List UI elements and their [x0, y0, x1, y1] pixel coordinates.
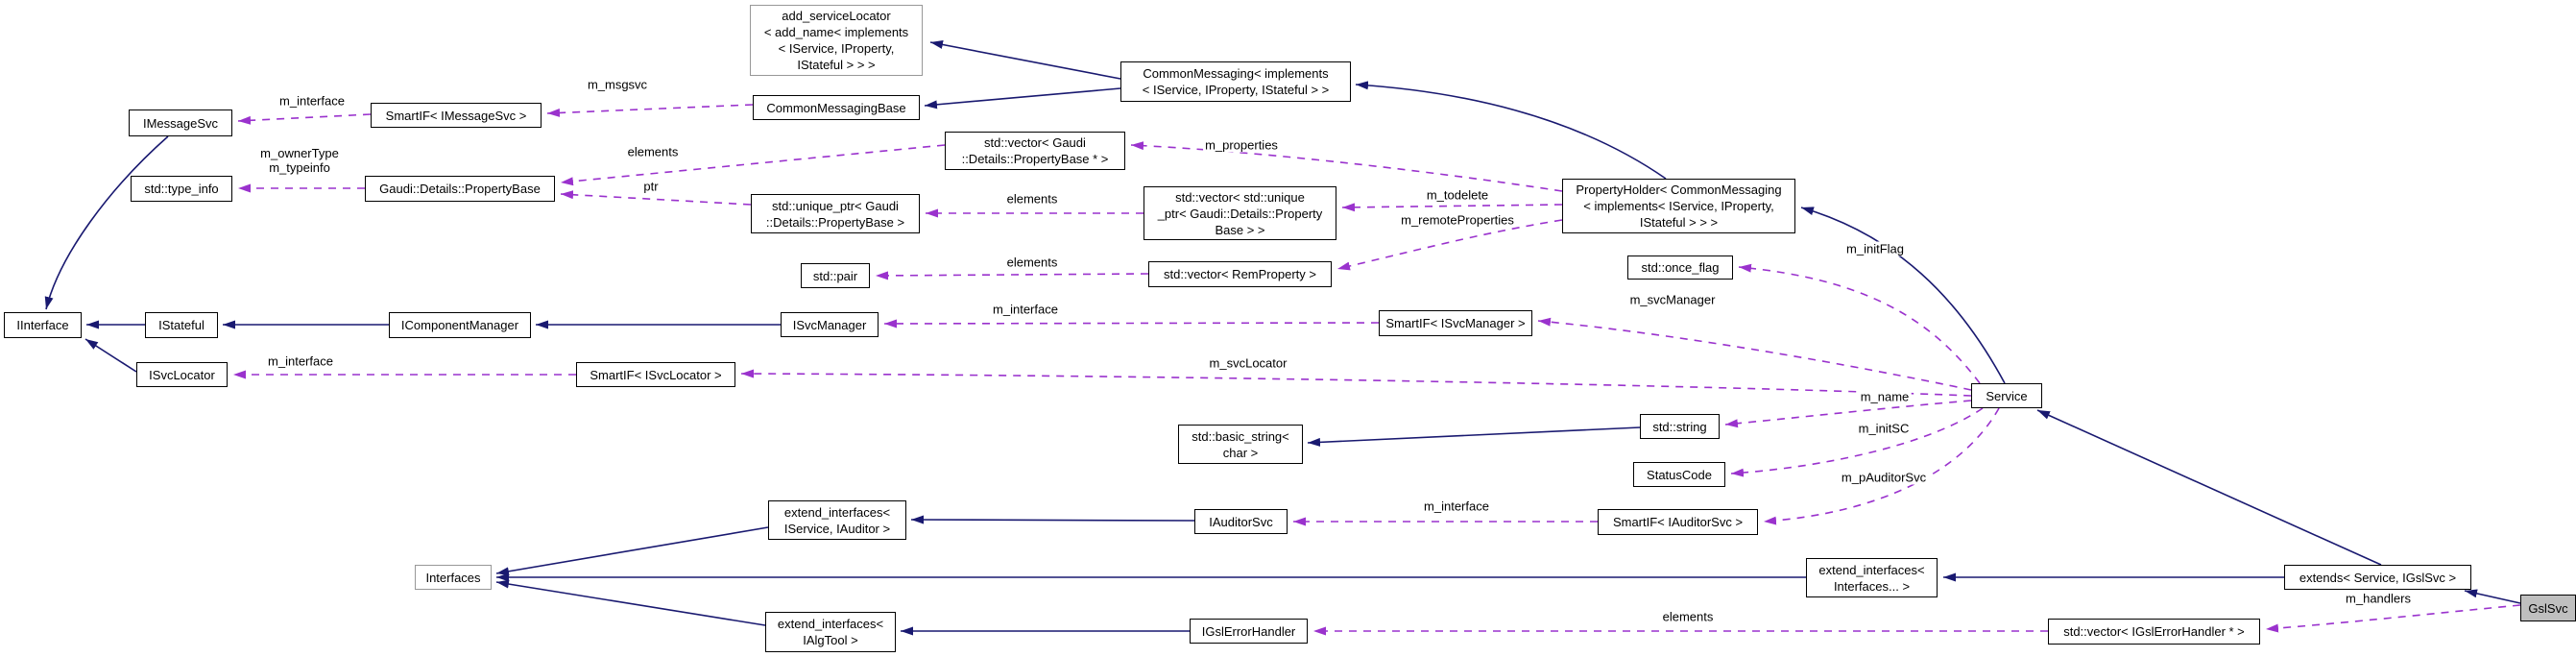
edge-label-m-remoteproperties: m_remoteProperties [1399, 212, 1516, 228]
node-igslerrorhandler[interactable]: IGslErrorHandler [1190, 619, 1308, 644]
node-smartif-isvclocator[interactable]: SmartIF< ISvcLocator > [576, 362, 735, 387]
node-gaudi-details-propertybase[interactable]: Gaudi::Details::PropertyBase [365, 176, 555, 202]
edge-label-elements-uniqueptr: elements [1004, 191, 1060, 207]
edge-iauditorsvc-to-extendinterfaces-iservice-iauditor [910, 515, 1195, 524]
node-smartif-imessagesvc[interactable]: SmartIF< IMessageSvc > [371, 103, 542, 128]
edge-label-m-ownertype-m-typeinfo: m_ownerType m_typeinfo [258, 146, 341, 175]
edge-label-m-todelete: m_todelete [1424, 187, 1491, 203]
edge-elements-vector-propertybase [560, 144, 946, 186]
node-imessagesvc[interactable]: IMessageSvc [129, 110, 232, 136]
node-unique-ptr-propertybase[interactable]: std::unique_ptr< Gaudi ::Details::Proper… [751, 194, 920, 233]
edge-label-ptr: ptr [641, 179, 661, 194]
edge-m-interface-imessagesvc [237, 113, 372, 125]
edge-label-m-interface-isvcmanager: m_interface [991, 302, 1060, 317]
edge-extendinterfaces-ialgtool-to-interfaces [495, 579, 766, 626]
edge-commonmessaging-to-add-servicelocator [929, 40, 1121, 80]
edge-m-handlers [2265, 604, 2521, 633]
node-interfaces[interactable]: Interfaces [415, 565, 492, 590]
node-smartif-isvcmanager[interactable]: SmartIF< ISvcManager > [1379, 310, 1532, 336]
edge-m-initsc [1730, 407, 1984, 477]
edge-label-elements-propertybase: elements [625, 144, 681, 159]
node-extend-interfaces-interfaces[interactable]: extend_interfaces< Interfaces... > [1806, 558, 1938, 597]
edge-m-properties [1130, 141, 1563, 192]
edge-isvclocator-to-iinterface [84, 338, 137, 373]
node-vector-propertybase-ptr[interactable]: std::vector< Gaudi ::Details::PropertyBa… [945, 132, 1125, 170]
node-std-once-flag[interactable]: std::once_flag [1627, 256, 1733, 280]
edge-m-svclocator [740, 369, 1972, 397]
node-gslsvc[interactable]: GslSvc [2520, 595, 2576, 621]
node-iauditorsvc[interactable]: IAuditorSvc [1194, 509, 1288, 534]
edge-m-interface-isvcmanager [883, 319, 1380, 328]
edge-m-svcmanager [1537, 317, 1972, 391]
node-std-basic-string[interactable]: std::basic_string< char > [1178, 425, 1303, 464]
edge-label-m-msgsvc: m_msgsvc [585, 77, 650, 92]
edge-label-m-handlers: m_handlers [2344, 591, 2413, 606]
node-service[interactable]: Service [1971, 383, 2042, 408]
edge-label-m-name: m_name [1858, 389, 1912, 404]
node-std-pair[interactable]: std::pair [801, 263, 870, 288]
edge-imessagesvc-to-iinterface [44, 135, 169, 310]
edge-m-todelete [1341, 203, 1563, 212]
edge-m-initflag [1738, 263, 1981, 384]
edge-propertyholder-to-commonmessaging [1355, 81, 1667, 180]
edge-stdstring-to-basicstring [1307, 426, 1641, 447]
edge-extends-to-service [2036, 409, 2382, 566]
node-commonmessagingbase[interactable]: CommonMessagingBase [753, 95, 920, 120]
edge-label-m-initflag: m_initFlag [1844, 241, 1906, 256]
edge-label-m-interface-iauditorsvc: m_interface [1422, 499, 1491, 514]
edge-label-m-svcmanager: m_svcManager [1627, 292, 1718, 307]
edge-label-m-svclocator: m_svcLocator [1207, 355, 1289, 371]
node-statuscode[interactable]: StatusCode [1633, 462, 1725, 487]
node-istateful[interactable]: IStateful [145, 312, 218, 338]
edge-m-pauditorsvc [1763, 407, 2000, 525]
edge-commonmessaging-to-commonmessagingbase [924, 87, 1121, 110]
edge-m-remoteproperties [1336, 219, 1563, 271]
node-iinterface[interactable]: IInterface [4, 312, 82, 338]
node-extends-service-igslsvc[interactable]: extends< Service, IGslSvc > [2284, 565, 2471, 590]
edge-service-to-propertyholder [1800, 207, 2006, 384]
edge-label-m-initsc: m_initSC [1856, 421, 1912, 436]
edge-gslsvc-to-extends [2464, 589, 2521, 604]
node-std-type-info[interactable]: std::type_info [131, 176, 232, 202]
edge-label-m-interface-imessagesvc: m_interface [277, 93, 347, 109]
edge-label-elements-stdpair: elements [1004, 255, 1060, 270]
node-isvcmanager[interactable]: ISvcManager [781, 312, 879, 337]
edge-ptr-uniqueptr [560, 190, 752, 206]
edge-elements-vector-remproperty [875, 271, 1149, 280]
edge-m-msgsvc [546, 104, 754, 117]
node-isvclocator[interactable]: ISvcLocator [136, 362, 228, 387]
edge-extendinterfaces-iservice-iauditor-to-interfaces [495, 526, 769, 576]
node-smartif-iauditorsvc[interactable]: SmartIF< IAuditorSvc > [1598, 509, 1758, 535]
node-propertyholder[interactable]: PropertyHolder< CommonMessaging < implem… [1562, 179, 1795, 233]
node-add-servicelocator[interactable]: add_serviceLocator < add_name< implement… [750, 5, 923, 76]
node-std-string[interactable]: std::string [1640, 414, 1720, 439]
node-icomponentmanager[interactable]: IComponentManager [389, 312, 531, 338]
edge-label-m-properties: m_properties [1203, 137, 1280, 153]
node-extend-interfaces-ialgtool[interactable]: extend_interfaces< IAlgTool > [765, 612, 896, 652]
edge-label-m-interface-isvclocator: m_interface [266, 353, 335, 369]
node-extend-interfaces-iservice-iauditor[interactable]: extend_interfaces< IService, IAuditor > [768, 500, 906, 540]
edge-label-m-pauditorsvc: m_pAuditorSvc [1839, 470, 1929, 485]
node-commonmessaging[interactable]: CommonMessaging< implements < IService, … [1120, 61, 1351, 102]
node-vector-unique-ptr-propertybase[interactable]: std::vector< std::unique _ptr< Gaudi::De… [1144, 186, 1336, 240]
node-vector-remproperty[interactable]: std::vector< RemProperty > [1148, 261, 1332, 287]
edge-m-name [1724, 400, 1972, 428]
edge-label-elements-igslerrorhandler: elements [1660, 609, 1716, 624]
node-vector-igslerrorhandler[interactable]: std::vector< IGslErrorHandler * > [2048, 619, 2260, 645]
